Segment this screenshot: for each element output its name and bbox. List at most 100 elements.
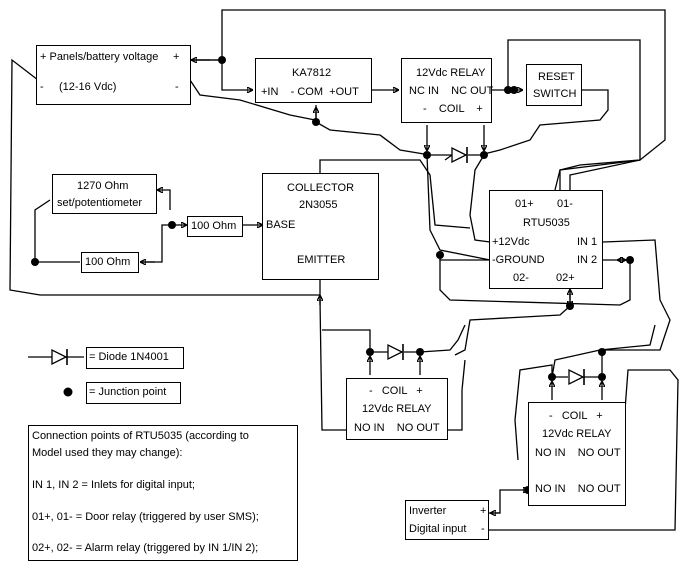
transistor-model: 2N3055 [299, 199, 338, 211]
legend-junction-text: = Junction point [89, 386, 167, 398]
resistor-a-label: 100 Ohm [191, 220, 237, 232]
transistor-emitter: EMITTER [297, 254, 346, 266]
relay-top-coil: - COIL + [423, 103, 483, 115]
junction-dot [218, 56, 226, 64]
wire-mid-noout [448, 359, 466, 431]
rtu-name: RTU5035 [523, 217, 570, 229]
resistor-b-label: 100 Ohm [85, 256, 131, 268]
transistor-base: BASE [266, 219, 296, 231]
rtu-ground: -GROUND [492, 254, 545, 266]
relay-mid-block: - COIL + 12Vdc RELAY NO IN NO OUT [346, 378, 448, 440]
wire-rtu-right-loop [602, 239, 671, 351]
relay-right-coil: - COIL + [549, 410, 603, 422]
diode-mid-icon [387, 343, 404, 361]
rtu-o1p: 01+ [515, 198, 534, 210]
panels-battery-block: + Panels/battery voltage + - (12-16 Vdc)… [36, 45, 191, 105]
inverter-block: Inverter + Digital input - [405, 500, 489, 540]
junction-dot [423, 151, 431, 159]
relay-top-title: 12Vdc RELAY [416, 67, 486, 79]
rtu-o2p: 02+ [556, 272, 575, 284]
relay-mid-title: 12Vdc RELAY [362, 403, 432, 415]
junction-dot [312, 118, 320, 126]
rtu5035-block: 01+ 01- RTU5035 +12Vdc IN 1 -GROUND IN 2… [489, 190, 603, 289]
wire-rtu-o1 [559, 159, 641, 190]
wire-ka-com-route [315, 121, 431, 156]
panels-line1-right: + [173, 51, 180, 63]
notes-title2: Model used they may change): [32, 447, 183, 459]
wire-right-top [514, 364, 553, 461]
transistor-2n3055-block: COLLECTOR 2N3055 BASE EMITTER [262, 173, 379, 280]
ka7812-title: KA7812 [292, 67, 332, 79]
junction-dot [548, 373, 556, 381]
junction-dot [416, 348, 424, 356]
relay-top-block: 12Vdc RELAY NC IN NC OUT - COIL + [401, 58, 494, 123]
inverter-line2-left: Digital input [409, 523, 467, 535]
inverter-line1-right: + [480, 505, 487, 517]
wire-top-coil-to-rtu [426, 154, 491, 261]
diode-right-icon [568, 368, 585, 386]
diode-top-icon [451, 146, 468, 164]
wire-panels-minus [9, 58, 320, 296]
reset-line1: RESET [538, 71, 575, 83]
wire-relay-top-route [507, 39, 641, 190]
legend-junction-icon [63, 387, 73, 397]
wire-pot-left [34, 199, 80, 263]
junction-dot [31, 258, 39, 266]
relay-right-pins-a: NO IN NO OUT [535, 447, 621, 459]
inverter-line1-left: Inverter [409, 505, 447, 517]
panels-line1-left: + Panels/battery voltage [40, 51, 159, 63]
resistor-100-ohm-a: 100 Ohm [187, 216, 243, 237]
wire-mid-left [322, 329, 371, 352]
junction-dot [598, 348, 606, 356]
ka7812-regulator-block: KA7812 +IN - COM +OUT [255, 58, 372, 103]
relay-right-block: - COIL + 12Vdc RELAY NO IN NO OUT NO IN … [528, 402, 626, 506]
junction-dot [598, 373, 606, 381]
relay-mid-pins: NO IN NO OUT [354, 422, 440, 434]
relay-right-title: 12Vdc RELAY [542, 428, 612, 440]
rtu-notes-block: Connection points of RTU5035 (according … [28, 425, 298, 561]
inverter-line2-right: - [481, 523, 485, 535]
wire-panels-minus-ret [189, 79, 316, 121]
wire-inverter-minus [489, 369, 679, 531]
rtu-in2: IN 2 [577, 254, 598, 266]
junction-dot [436, 251, 444, 259]
wire-diode-top-loop [444, 154, 453, 161]
resistor-100-ohm-b: 100 Ohm [81, 252, 139, 273]
junction-dot [626, 256, 634, 264]
ka7812-pins: +IN - COM +OUT [261, 86, 359, 98]
junction-dot [168, 221, 176, 229]
rtu-o1m: 01- [557, 198, 573, 210]
wire-pot-arrow [158, 190, 171, 210]
relay-top-pins: NC IN NC OUT [409, 85, 494, 97]
notes-line2: 01+, 01- = Door relay (triggered by user… [32, 511, 259, 523]
junction-dot [366, 348, 374, 356]
panels-line2-right: - [175, 81, 179, 93]
notes-title: Connection points of RTU5035 (according … [32, 430, 249, 442]
legend-diode-text: = Diode 1N4001 [89, 351, 169, 363]
relay-mid-coil: - COIL + [369, 385, 423, 397]
junction-dot [480, 151, 488, 159]
legend-diode-icon [51, 348, 68, 366]
rtu-o2m: 02- [513, 272, 529, 284]
notes-line3: 02+, 02- = Alarm relay (triggered by IN … [32, 542, 259, 554]
rtu-in1: IN 1 [577, 236, 598, 248]
potentiometer-block: 1270 Ohm set/potentiometer [52, 174, 157, 214]
reset-line2: SWITCH [533, 88, 577, 100]
transistor-collector: COLLECTOR [287, 182, 355, 194]
junction-dot [504, 86, 512, 94]
relay-right-pins-b: NO IN NO OUT [535, 483, 621, 495]
junction-dot [566, 302, 574, 310]
wire-mid-right [419, 324, 466, 353]
wire-collector [319, 159, 471, 229]
pot-line1: 1270 Ohm [77, 180, 129, 192]
legend-diode: = Diode 1N4001 [86, 347, 184, 369]
wire-top-coil-to-rtu2 [469, 154, 491, 243]
wire-rtu-02-route [454, 305, 571, 356]
panels-line2-left: - [40, 81, 44, 93]
junction-dot [510, 86, 518, 94]
wire-emitter [319, 280, 346, 431]
notes-line1: IN 1, IN 2 = Inlets for digital input; [32, 479, 195, 491]
panels-line2-mid: (12-16 Vdc) [59, 81, 117, 93]
wire-rtu-in2-route [439, 255, 631, 306]
